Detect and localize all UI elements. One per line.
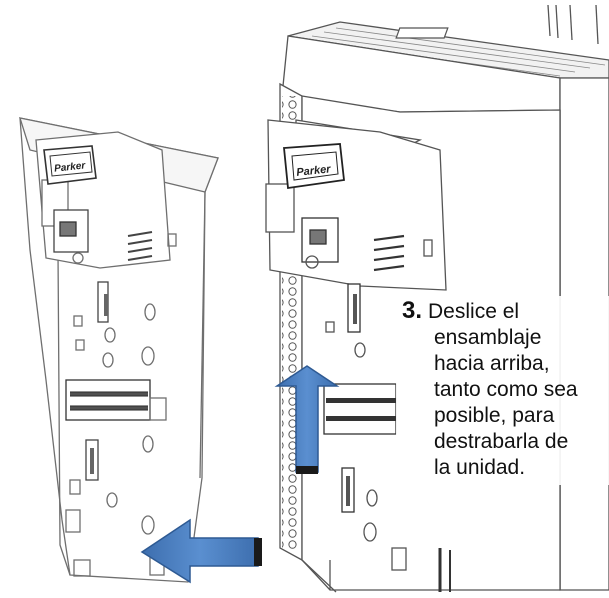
callout-line-6: destrabarla de [434,430,569,453]
callout-line-2: ensamblaje [434,326,542,349]
control-module-removed: Parker [19,117,219,583]
arrow-left [140,518,262,584]
callout-line-7: la unidad. [434,456,526,479]
callout-line-4: tanto como sea [434,378,578,401]
brand-badge-right: Parker [296,163,332,179]
callout-line-3: hacia arriba, [434,352,550,375]
callout-line-1: Deslice el [428,300,520,323]
instruction-callout: 3.Deslice el ensamblaje hacia arriba, ta… [396,296,609,485]
arrow-up [274,365,340,474]
step-number: 3. [402,297,423,324]
brand-badge-left: Parker [54,160,87,174]
callout-line-5: posible, para [434,404,555,427]
